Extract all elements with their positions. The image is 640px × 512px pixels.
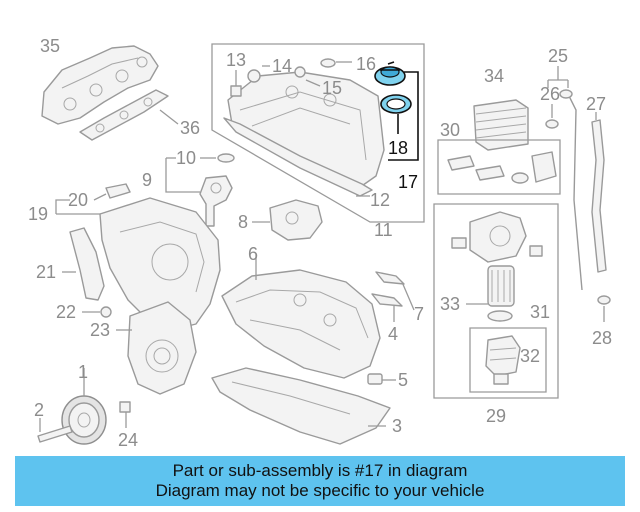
callout-30: 30 bbox=[440, 120, 460, 140]
part-15-plug[interactable] bbox=[294, 66, 321, 87]
callout-10: 10 bbox=[176, 148, 196, 168]
part-29-filter-housing[interactable] bbox=[451, 211, 543, 263]
callout-11: 11 bbox=[374, 220, 393, 240]
callout-33: 33 bbox=[440, 294, 460, 314]
part-6-upper-oil-pan[interactable] bbox=[221, 254, 381, 379]
callout-35: 35 bbox=[40, 36, 60, 56]
banner-line-1: Part or sub-assembly is #17 in diagram bbox=[172, 461, 468, 480]
callout-26: 26 bbox=[540, 84, 560, 104]
part-13-bolt[interactable] bbox=[230, 70, 242, 97]
part-16-washer[interactable] bbox=[320, 58, 352, 68]
part-22-bolt[interactable] bbox=[82, 306, 112, 318]
part-1-crankshaft-pulley[interactable] bbox=[61, 368, 107, 445]
callout-8: 8 bbox=[238, 212, 248, 232]
callout-9: 9 bbox=[142, 170, 152, 190]
part-24-bolt[interactable] bbox=[119, 401, 131, 428]
part-2-bolt[interactable] bbox=[37, 418, 73, 443]
callout-29: 29 bbox=[486, 406, 506, 426]
part-18-filler-cap-seal[interactable] bbox=[380, 94, 412, 114]
callout-4: 4 bbox=[388, 324, 398, 344]
leader-17 bbox=[388, 71, 419, 161]
callout-15: 15 bbox=[322, 78, 342, 98]
part-23-lower-cover[interactable] bbox=[116, 301, 197, 395]
callout-16: 16 bbox=[356, 54, 376, 74]
callout-27: 27 bbox=[586, 94, 606, 114]
part-14-sensor[interactable] bbox=[247, 65, 270, 83]
part-28-o-ring[interactable] bbox=[597, 295, 611, 322]
callout-24: 24 bbox=[118, 430, 138, 450]
engine-parts-diagram: 35 36 13 14 15 16 18 17 12 11 10 9 8 20 … bbox=[28, 36, 612, 450]
part-7-plate[interactable] bbox=[375, 271, 415, 311]
callout-7: 7 bbox=[414, 304, 424, 324]
part-30-gasket-set[interactable] bbox=[447, 151, 557, 184]
callout-5: 5 bbox=[398, 370, 408, 390]
part-5-drain-plug[interactable] bbox=[367, 373, 396, 385]
part-32-filter-cap[interactable] bbox=[485, 335, 521, 385]
box-31-outline bbox=[469, 327, 547, 393]
part-3-lower-oil-pan[interactable] bbox=[211, 367, 391, 445]
part-26-seal[interactable] bbox=[545, 104, 559, 129]
box-29-outline bbox=[433, 203, 559, 399]
callout-20: 20 bbox=[68, 190, 88, 210]
callout-31: 31 bbox=[530, 302, 550, 322]
callout-19: 19 bbox=[28, 204, 48, 224]
callout-3: 3 bbox=[392, 416, 402, 436]
callout-12: 12 bbox=[370, 190, 390, 210]
part-17-oil-filler-cap[interactable] bbox=[374, 61, 406, 86]
callout-32: 32 bbox=[520, 346, 540, 366]
info-banner: Part or sub-assembly is #17 in diagram D… bbox=[15, 456, 625, 506]
part-9-breather[interactable] bbox=[199, 175, 233, 227]
callout-36: 36 bbox=[180, 118, 200, 138]
part-8-bracket[interactable] bbox=[252, 199, 323, 241]
part-27-guide-tube[interactable] bbox=[591, 112, 607, 273]
part-12-valve-cover[interactable] bbox=[223, 71, 385, 197]
callout-23: 23 bbox=[90, 320, 110, 340]
box-30-outline bbox=[437, 139, 561, 195]
banner-line-2: Diagram may not be specific to your vehi… bbox=[155, 481, 485, 500]
part-35-intake-manifold[interactable] bbox=[41, 45, 159, 125]
part-36-manifold-gasket[interactable] bbox=[79, 89, 169, 141]
callout-18: 18 bbox=[388, 138, 408, 158]
callout-25: 25 bbox=[548, 46, 568, 66]
part-4-plate[interactable] bbox=[371, 293, 403, 322]
callout-1: 1 bbox=[78, 362, 88, 382]
part-27-dipstick[interactable] bbox=[559, 89, 583, 291]
part-10-gasket[interactable] bbox=[200, 153, 235, 163]
callout-2: 2 bbox=[34, 400, 44, 420]
callout-13: 13 bbox=[226, 50, 246, 70]
part-19-timing-cover[interactable] bbox=[99, 197, 221, 331]
callout-6: 6 bbox=[248, 244, 258, 264]
part-33-oil-filter[interactable] bbox=[466, 265, 515, 322]
callout-14: 14 bbox=[272, 56, 292, 76]
callout-17: 17 bbox=[398, 172, 418, 192]
part-21-cover-rail[interactable] bbox=[62, 227, 105, 301]
callout-22: 22 bbox=[56, 302, 76, 322]
callout-21: 21 bbox=[36, 262, 56, 282]
part-20-bracket[interactable] bbox=[93, 183, 131, 201]
box-11-outline bbox=[211, 43, 425, 223]
part-34-oil-cooler[interactable] bbox=[473, 99, 529, 151]
callout-28: 28 bbox=[592, 328, 612, 348]
callout-34: 34 bbox=[484, 66, 504, 86]
